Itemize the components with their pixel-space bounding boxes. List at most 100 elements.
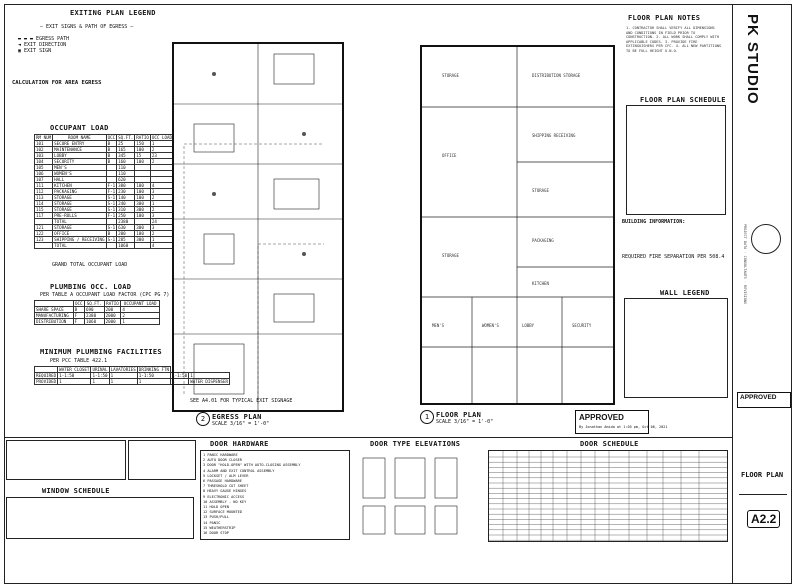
occupant-load-cell: F-1 [105, 212, 118, 219]
hardware-item: 10 ASSEMBLY - NO KEY [203, 499, 247, 504]
architect-seal [751, 224, 781, 254]
egress-plan-scale: SCALE 3/16" = 1'-0" [212, 421, 270, 427]
occupant-load-cell [134, 242, 151, 249]
occupant-load-header: OCC LOAD [149, 134, 175, 141]
min-plumbing-header: URINAL [90, 366, 110, 373]
occupant-load-title: OCCUPANT LOAD [50, 124, 109, 132]
window-schedule-title: WINDOW SCHEDULE [42, 487, 110, 495]
egress-plan [172, 42, 344, 412]
room-label: OFFICE [442, 153, 457, 158]
hardware-item: 11 HOLD OPEN [203, 505, 229, 510]
floor-plan-notes-body: 1. CONTRACTOR SHALL VERIFY ALL DIMENSION… [626, 26, 722, 53]
min-plumbing-cell: WATER DISPENSER [188, 378, 231, 385]
room-label: STORAGE [442, 73, 459, 78]
plumbing-load-cell: DISTRIBUTION [34, 318, 74, 325]
room-label: PACKAGING [532, 238, 554, 243]
occupant-load-cell: TOTAL [52, 242, 107, 249]
occupant-load-cell [33, 242, 54, 249]
min-plumbing-cell: REQUIRED [33, 372, 59, 379]
plumbing-load-cell: 1 [120, 318, 160, 325]
hardware-item: 6 PASSAGE HARDWARE [203, 479, 242, 484]
window-schedule-table [6, 497, 194, 539]
occupant-load-cell: S-1 [105, 224, 118, 231]
building-info-title: BUILDING INFORMATION: [622, 219, 686, 225]
legend-lines: ▬ ▬ ▬ EGRESS PATH◄ EXIT DIRECTION▣ EXIT … [18, 36, 70, 54]
approved-stamp-text: APPROVED [579, 413, 624, 422]
min-plumbing-header: DRINKING FTN [136, 366, 172, 373]
door-schedule-title: DOOR SCHEDULE [580, 440, 639, 448]
min-plumbing-header: LAVATORIES [108, 366, 138, 373]
fire-separation: REQUIRED FIRE SEPARATION PER 508.4 [622, 254, 725, 260]
occupant-load-cell: F-1 [105, 188, 118, 195]
min-plumbing-subtitle: PER PCC TABLE 422.1 [50, 358, 108, 364]
floor-plan-label: FLOOR PLAN [436, 411, 482, 419]
hardware-item: 2 AUTO DOOR CLOSER [203, 458, 242, 463]
room-label: SECURITY [572, 323, 592, 328]
wall-legend-box [624, 298, 728, 398]
min-plumbing-header: WATER CLOSET [57, 366, 92, 373]
room-label: MEN'S [432, 323, 445, 328]
occupant-load-cell: S-1 [105, 236, 118, 243]
plumbing-load-cell: F [72, 318, 86, 325]
hardware-item: 7 THRESHOLD CUT SHEET [203, 484, 249, 489]
min-plumbing-cell: PROVIDED [33, 378, 59, 385]
plumbing-load-title: PLUMBING OCC. LOAD [50, 283, 132, 291]
occupant-load-header: SQ.FT. [116, 134, 136, 141]
approved-stamp: APPROVED By Jonathan Amida at 1:05 pm, O… [575, 410, 668, 434]
title-approved-stamp: APPROVED [737, 392, 791, 408]
door-schedule-table [488, 450, 728, 542]
plumbing-load-header: RATIO [103, 300, 122, 307]
min-plumbing-cell: 1 [108, 378, 138, 385]
hardware-item: 4 ALARM AND EXIT CONTROL ASSEMBLY [203, 468, 275, 473]
min-plumbing-cell: 1-1:50 [90, 372, 110, 379]
occupant-load-cell: SHIPPING / RECEIVING [52, 236, 107, 243]
hardware-item: 1 PANIC HARDWARE [203, 453, 238, 457]
drawing-sheet [4, 4, 792, 584]
studio-name: PK STUDIO [744, 14, 761, 105]
room-label: LOBBY [522, 323, 535, 328]
occupant-load-cell: 4 [149, 242, 175, 249]
min-plumbing-cell: 1 [90, 378, 110, 385]
occupant-load-cell: S-1 [105, 194, 118, 201]
plumbing-load-cell: 2000 [103, 318, 122, 325]
occupant-load-cell: S-1 [105, 200, 118, 207]
floor-plan-schedule-box [626, 105, 726, 215]
hardware-item: 13 PUSH/PULL [203, 515, 229, 520]
min-plumbing-cell: 1 [57, 378, 92, 385]
floor-plan-scale: SCALE 3/16" = 1'-0" [436, 419, 494, 425]
floor-plan-notes-title: FLOOR PLAN NOTES [628, 14, 701, 22]
sheet-title: FLOOR PLAN [741, 471, 784, 479]
room-label: WOMEN'S [482, 323, 499, 328]
hardware-item: 12 SURFACE MOUNTED [203, 510, 242, 515]
exiting-legend-title: EXITING PLAN LEGEND [70, 9, 156, 17]
floor-plan-number: 1 [420, 410, 434, 424]
egress-plan-number: 2 [196, 412, 210, 426]
plumbing-load-cell: MANUFACTURING [34, 312, 74, 319]
plumbing-load-subtitle: PER TABLE A OCCUPANT LOAD FACTOR (CPC PG… [40, 292, 170, 298]
hardware-item: 5 LOCKSET / ALM LEVER [203, 473, 249, 478]
legend-note: — EXIT SIGNS & PATH OF EGRESS — [40, 24, 134, 30]
wall-legend-title: WALL LEGEND [660, 289, 710, 297]
glazing-notes-box [128, 440, 196, 480]
egress-plan-label: EGRESS PLAN [212, 413, 262, 421]
occupant-load-header: OCC [105, 134, 118, 141]
plumbing-load-header: OCC [72, 300, 86, 307]
occupant-load-header: RATIO [134, 134, 151, 141]
plumbing-load-cell: 1060 [84, 318, 105, 325]
hardware-item: 16 DOOR STOP [203, 531, 229, 536]
min-plumbing-title: MINIMUM PLUMBING FACILITIES [40, 348, 162, 356]
min-plumbing-cell: 1 [136, 378, 172, 385]
title-block: PK STUDIO PROJECT DATA · CONSULTANTS · R… [732, 4, 793, 584]
